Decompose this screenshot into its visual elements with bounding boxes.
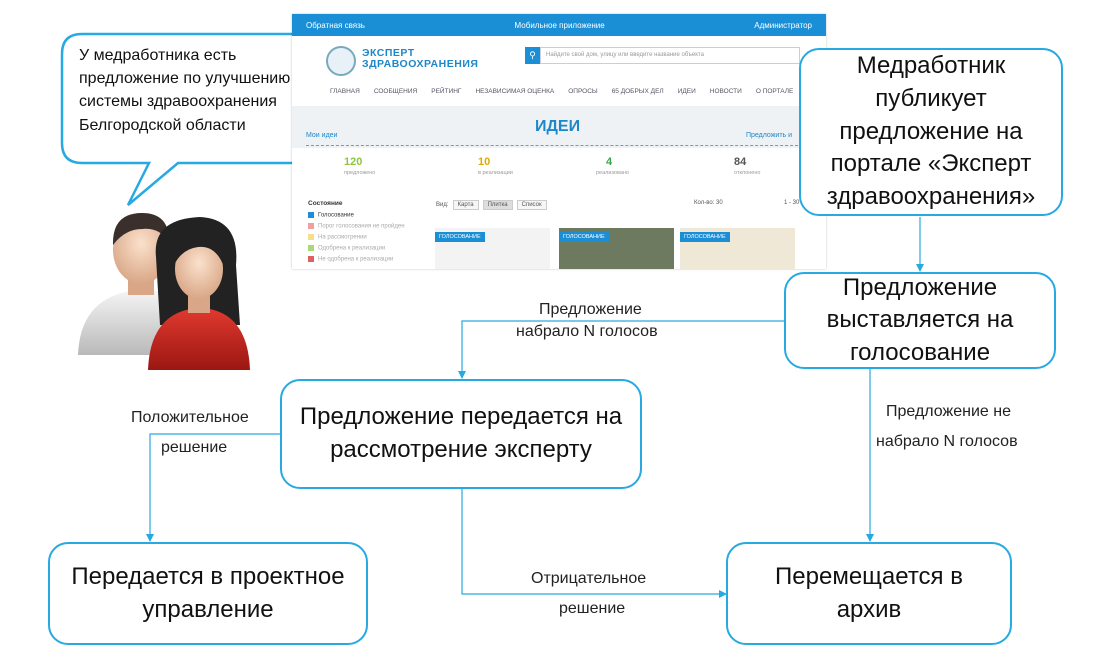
medical-workers-icon	[78, 213, 250, 370]
bubble-text: У медработника есть предложение по улучш…	[79, 47, 291, 134]
filter-threshold[interactable]: Порог голосования не пройден	[308, 223, 405, 230]
stat-rejected-label: отклонено	[734, 170, 761, 176]
portal-logo-text: ЭКСПЕРТ ЗДРАВООХРАНЕНИЯ	[362, 47, 479, 71]
suggest-idea-link[interactable]: Предложить и	[746, 132, 793, 139]
arrow-vote-to-expert	[458, 320, 784, 379]
arrow-expert-to-archive	[461, 489, 727, 598]
stat-done-label: реализовано	[596, 170, 629, 176]
filter-review[interactable]: На рассмотрении	[308, 234, 367, 241]
nav-item-polls[interactable]: ОПРОСЫ	[568, 88, 598, 95]
node-expert-review: Предложение передается на рассмотрение э…	[280, 379, 642, 489]
nav-item-about[interactable]: О ПОРТАЛЕ	[755, 88, 794, 95]
stat-in-progress-value: 10	[478, 156, 491, 168]
portal-screenshot: Обратная связь Мобильное приложение Адми…	[292, 14, 826, 269]
stat-done-value: 4	[606, 156, 613, 168]
idea-card[interactable]: ГОЛОСОВАНИЕ	[559, 228, 674, 269]
idea-card[interactable]: ГОЛОСОВАНИЕ	[680, 228, 795, 269]
node-publish: Медработник публикует предложение на пор…	[799, 48, 1063, 216]
stat-proposed-value: 120	[344, 156, 363, 168]
filter-header: Состояние	[308, 200, 343, 207]
feedback-link[interactable]: Обратная связь	[306, 20, 365, 30]
mobile-app-link[interactable]: Мобильное приложение	[514, 20, 605, 30]
label-positive-1: Положительное	[131, 409, 249, 426]
arrow-expert-to-project	[146, 433, 280, 542]
portal-nav: ГЛАВНАЯ СООБЩЕНИЯ РЕЙТИНГ НЕЗАВИСИМАЯ ОЦ…	[330, 88, 826, 95]
view-tile-button[interactable]: Плитка	[482, 200, 513, 210]
node-project-management: Передается в проектное управление	[48, 542, 368, 645]
portal-topbar: Обратная связь Мобильное приложение Адми…	[292, 14, 826, 36]
nav-item-good-deeds[interactable]: 65 ДОБРЫХ ДЕЛ	[611, 88, 664, 95]
label-votes-reached-2: набрало N голосов	[516, 323, 658, 340]
stat-proposed-label: предложено	[344, 170, 376, 176]
node-voting: Предложение выставляется на голосование	[784, 272, 1056, 369]
label-negative-1: Отрицательное	[531, 570, 647, 587]
my-ideas-link[interactable]: Мои идеи	[306, 132, 338, 139]
search-input[interactable]: Найдите свой дом, улицу или введите назв…	[540, 47, 800, 64]
dotted-divider	[306, 145, 818, 146]
filter-voting[interactable]: Голосование	[308, 212, 354, 219]
title-band	[292, 106, 826, 148]
nav-item-news[interactable]: НОВОСТИ	[709, 88, 742, 95]
portal-logo-icon	[326, 46, 356, 76]
admin-menu[interactable]: Администратор	[754, 20, 812, 30]
label-votes-reached-1: Предложение	[539, 301, 642, 318]
nav-item-rating[interactable]: РЕЙТИНГ	[431, 88, 462, 95]
page-size[interactable]: Кол-во: 30	[694, 200, 723, 206]
label-votes-not-reached-2: набрало N голосов	[876, 433, 1018, 450]
nav-item-ideas[interactable]: ИДЕИ	[677, 88, 696, 95]
view-map-button[interactable]: Карта	[452, 200, 479, 210]
filter-approved[interactable]: Одобрена к реализации	[308, 245, 385, 252]
filter-not-approved[interactable]: Не одобрена к реализации	[308, 256, 393, 263]
nav-item-messages[interactable]: СООБЩЕНИЯ	[373, 88, 418, 95]
label-votes-not-reached-1: Предложение не	[886, 403, 1011, 420]
stat-in-progress-label: в реализации	[478, 170, 513, 176]
nav-item-home[interactable]: ГЛАВНАЯ	[330, 88, 360, 95]
stat-rejected-value: 84	[734, 156, 747, 168]
view-list-button[interactable]: Список	[516, 200, 547, 210]
label-positive-2: решение	[161, 439, 228, 456]
label-negative-2: решение	[559, 600, 626, 617]
idea-card[interactable]: ГОЛОСОВАНИЕ	[435, 228, 550, 269]
node-archive: Перемещается в архив	[726, 542, 1012, 645]
search-icon[interactable]: ⚲	[525, 47, 540, 64]
nav-item-independent[interactable]: НЕЗАВИСИМАЯ ОЦЕНКА	[475, 88, 555, 95]
portal-page-title: ИДЕИ	[535, 118, 581, 135]
view-switcher: Вид: Карта Плитка Список	[436, 200, 547, 210]
pagination-info: 1 - 30 из	[784, 200, 808, 206]
